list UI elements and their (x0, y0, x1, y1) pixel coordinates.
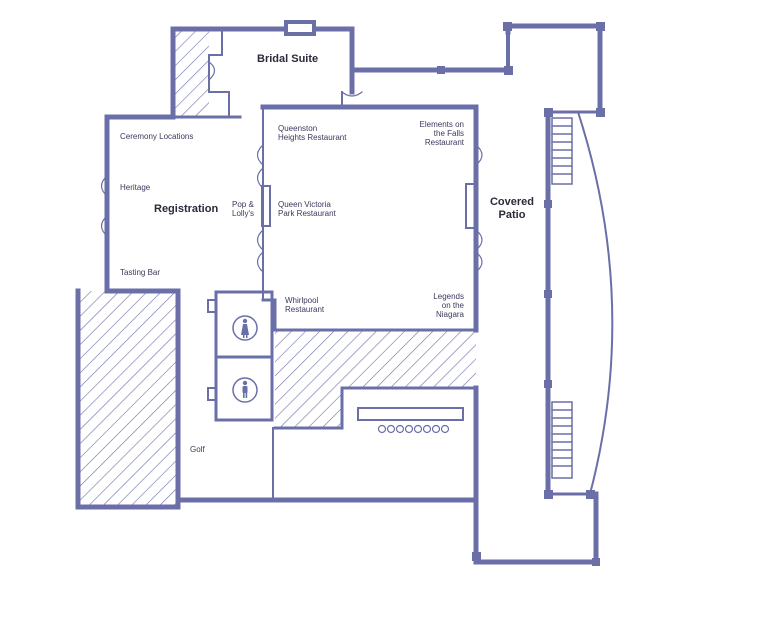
room-label-golf: Golf (190, 445, 205, 454)
hatched-area-bridal (173, 29, 209, 117)
posts (437, 22, 605, 566)
room-label-queenston: Queenston Heights Restaurant (278, 124, 347, 142)
wall-restaurants (260, 104, 479, 333)
stairs-south (551, 401, 573, 479)
wall-restrooms (214, 290, 274, 422)
room-label-registration: Registration (154, 203, 219, 215)
bar-counter (357, 407, 464, 421)
man-restroom-icon (232, 377, 258, 403)
room-label-queen-victoria: Queen Victoria Park Restaurant (278, 200, 336, 218)
woman-restroom-icon (232, 315, 258, 341)
hatched-area-golf-west (78, 291, 178, 507)
room-label-covered-patio: Covered Patio (489, 196, 535, 221)
stairs-north (551, 117, 573, 185)
wall-registration (104, 114, 176, 294)
room-label-legends: Legends on the Niagara (433, 292, 464, 319)
door-swings (100, 61, 483, 273)
patio-arc (576, 110, 614, 496)
wall-golf (75, 288, 181, 510)
bar-stool-icon (377, 424, 450, 434)
room-label-heritage: Heritage (120, 183, 151, 192)
wall-covered-patio (505, 23, 603, 115)
room-label-pop-lollys: Pop & Lolly's (232, 200, 254, 218)
room-label-elements: Elements on the Falls Restaurant (419, 120, 464, 147)
room-label-tasting-bar: Tasting Bar (120, 268, 161, 277)
bridal-window (284, 20, 316, 36)
room-label-ceremony-locations: Ceremony Locations (120, 132, 194, 141)
hatched-area-lounge (275, 330, 476, 428)
room-label-whirlpool: Whirlpool Restaurant (285, 296, 325, 314)
wall-bridal-suite (170, 26, 355, 120)
room-label-bridal-suite: Bridal Suite (257, 53, 319, 65)
